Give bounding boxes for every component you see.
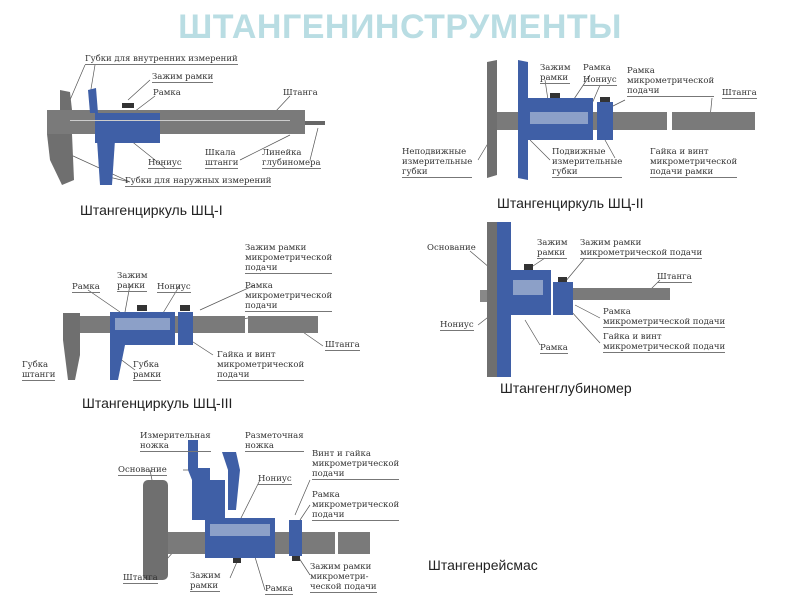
label-micro-clamp: Зажим рамки микрометри- ческой подачи	[310, 562, 377, 593]
label-vernier: Нониус	[258, 474, 292, 485]
caliper-2-drawing	[487, 60, 755, 180]
caption-caliper-2: Штангенциркуль ШЦ-II	[497, 195, 644, 211]
label-frame: Рамка	[153, 88, 181, 98]
label-beam: Штанга	[325, 340, 360, 351]
label-frame-jaw: Губка рамки	[133, 360, 162, 381]
label-vernier: Нониус	[148, 158, 182, 169]
label-micro-frame: Рамка микрометрической подачи	[312, 490, 400, 521]
label-vernier: Нониус	[157, 282, 191, 293]
slide-title: ШТАНГЕНИНСТРУМЕНТЫ	[178, 8, 622, 46]
label-base: Основание	[427, 243, 476, 253]
label-micro-screw: Винт и гайка микрометрической подачи	[312, 449, 400, 480]
label-beam: Штанга	[283, 88, 318, 98]
label-marking-leg: Разметочная ножка	[245, 431, 304, 452]
caption-depth-gauge: Штангенглубиномер	[500, 380, 632, 396]
caption-caliper-1: Штангенциркуль ШЦ-I	[80, 202, 223, 218]
label-fixed-jaws: Неподвижные измерительные губки	[402, 147, 473, 178]
label-micro-frame: Рамка микрометрической подачи	[603, 307, 726, 328]
label-beam-scale: Шкала штанги	[205, 148, 239, 169]
label-micro-frame: Рамка микрометрической подачи	[627, 66, 715, 97]
label-outer-jaws: Губки для наружных измерений	[125, 176, 272, 187]
label-frame-clamp: Зажим рамки	[537, 238, 568, 259]
label-beam: Штанга	[657, 272, 692, 283]
label-beam-jaw: Губка штанги	[22, 360, 56, 381]
label-frame-clamp: Зажим рамки	[117, 271, 148, 292]
label-inner-jaws: Губки для внутренних измерений	[85, 54, 238, 65]
label-frame: Рамка	[265, 584, 293, 595]
caliper-3-drawing	[63, 305, 318, 380]
label-micro-screw: Гайка и винт микрометрической подачи	[603, 332, 726, 353]
label-micro-clamp: Зажим рамки микрометрической подачи	[245, 243, 333, 274]
label-depth-rod: Линейка глубиномера	[262, 148, 321, 169]
label-frame-clamp: Зажим рамки	[152, 72, 214, 83]
label-micro-screw: Гайка и винт микрометрической подачи	[217, 350, 305, 381]
caliper-1-drawing	[47, 88, 325, 185]
label-measuring-leg: Измерительная ножка	[140, 431, 211, 452]
label-frame-clamp: Зажим рамки	[540, 63, 571, 84]
height-gauge-drawing	[143, 440, 370, 580]
depth-gauge-drawing	[480, 222, 670, 377]
label-movable-jaws: Подвижные измерительные губки	[552, 147, 623, 178]
label-micro-screw: Гайка и винт микрометрической подачи рам…	[650, 147, 738, 178]
label-frame: Рамка	[72, 282, 100, 293]
label-micro-frame: Рамка микрометрической подачи	[245, 281, 333, 312]
caption-height-gauge: Штангенрейсмас	[428, 557, 538, 573]
label-frame: Рамка	[540, 343, 568, 354]
caption-caliper-3: Штангенциркуль ШЦ-III	[82, 395, 233, 411]
label-vernier: Нониус	[440, 320, 474, 331]
label-micro-clamp: Зажим рамки микрометрической подачи	[580, 238, 703, 259]
label-beam: Штанга	[722, 88, 757, 99]
label-vernier: Нониус	[583, 75, 617, 86]
label-frame-clamp: Зажим рамки	[190, 571, 221, 592]
label-base: Основание	[118, 465, 167, 476]
label-beam: Штанга	[123, 573, 158, 584]
label-frame: Рамка	[583, 63, 611, 73]
